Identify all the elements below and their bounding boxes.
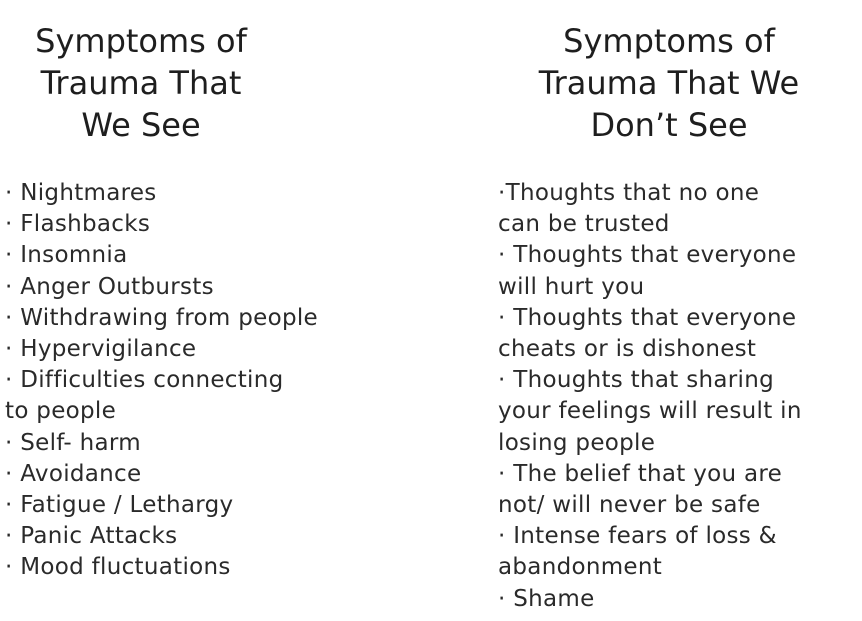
list-line: · The belief that you are — [498, 460, 783, 487]
list-line: your feelings will result in — [498, 398, 802, 425]
left-column-title: Symptoms of Trauma That We See — [0, 20, 282, 146]
list-line: · Fatigue / Lethargy — [5, 492, 234, 519]
list-line: abandonment — [498, 554, 663, 581]
title-line: Symptoms of — [35, 22, 247, 60]
list-line: · Withdrawing from people — [5, 304, 318, 331]
list-line: · Self- harm — [5, 429, 141, 456]
visible-symptoms-list: · Nightmares · Flashbacks · Insomnia · A… — [5, 178, 318, 584]
list-line: · Anger Outbursts — [5, 273, 214, 300]
list-line: · Avoidance — [5, 460, 142, 487]
list-line: will hurt you — [498, 273, 645, 300]
list-line: · Thoughts that everyone — [498, 304, 797, 331]
title-line: Trauma That We — [538, 64, 800, 102]
title-line: Symptoms of — [563, 22, 775, 60]
list-line: · Thoughts that everyone — [498, 242, 797, 269]
list-line: · Nightmares — [5, 180, 157, 206]
list-line: to people — [5, 398, 117, 425]
list-line: · Difficulties connecting — [5, 367, 284, 394]
list-line: · Intense fears of loss & — [498, 523, 777, 550]
list-line: · Panic Attacks — [5, 523, 178, 550]
title-line: Trauma That — [40, 64, 242, 102]
title-line: We See — [81, 106, 201, 144]
list-line: · Shame — [498, 585, 595, 612]
list-line: cheats or is dishonest — [498, 336, 757, 363]
list-line: ·Thoughts that no one — [498, 180, 760, 206]
list-line: · Mood fluctuations — [5, 554, 231, 581]
list-line: · Insomnia — [5, 242, 128, 269]
list-line: · Hypervigilance — [5, 336, 197, 363]
title-line: Don’t See — [590, 106, 748, 144]
right-column-title: Symptoms of Trauma That We Don’t See — [488, 20, 850, 146]
list-line: · Thoughts that sharing — [498, 367, 774, 394]
list-line: can be trusted — [498, 211, 670, 238]
list-line: not/ will never be safe — [498, 492, 761, 519]
hidden-symptoms-list: ·Thoughts that no one can be trusted · T… — [498, 178, 802, 615]
list-line: losing people — [498, 429, 656, 456]
list-line: · Flashbacks — [5, 211, 151, 238]
